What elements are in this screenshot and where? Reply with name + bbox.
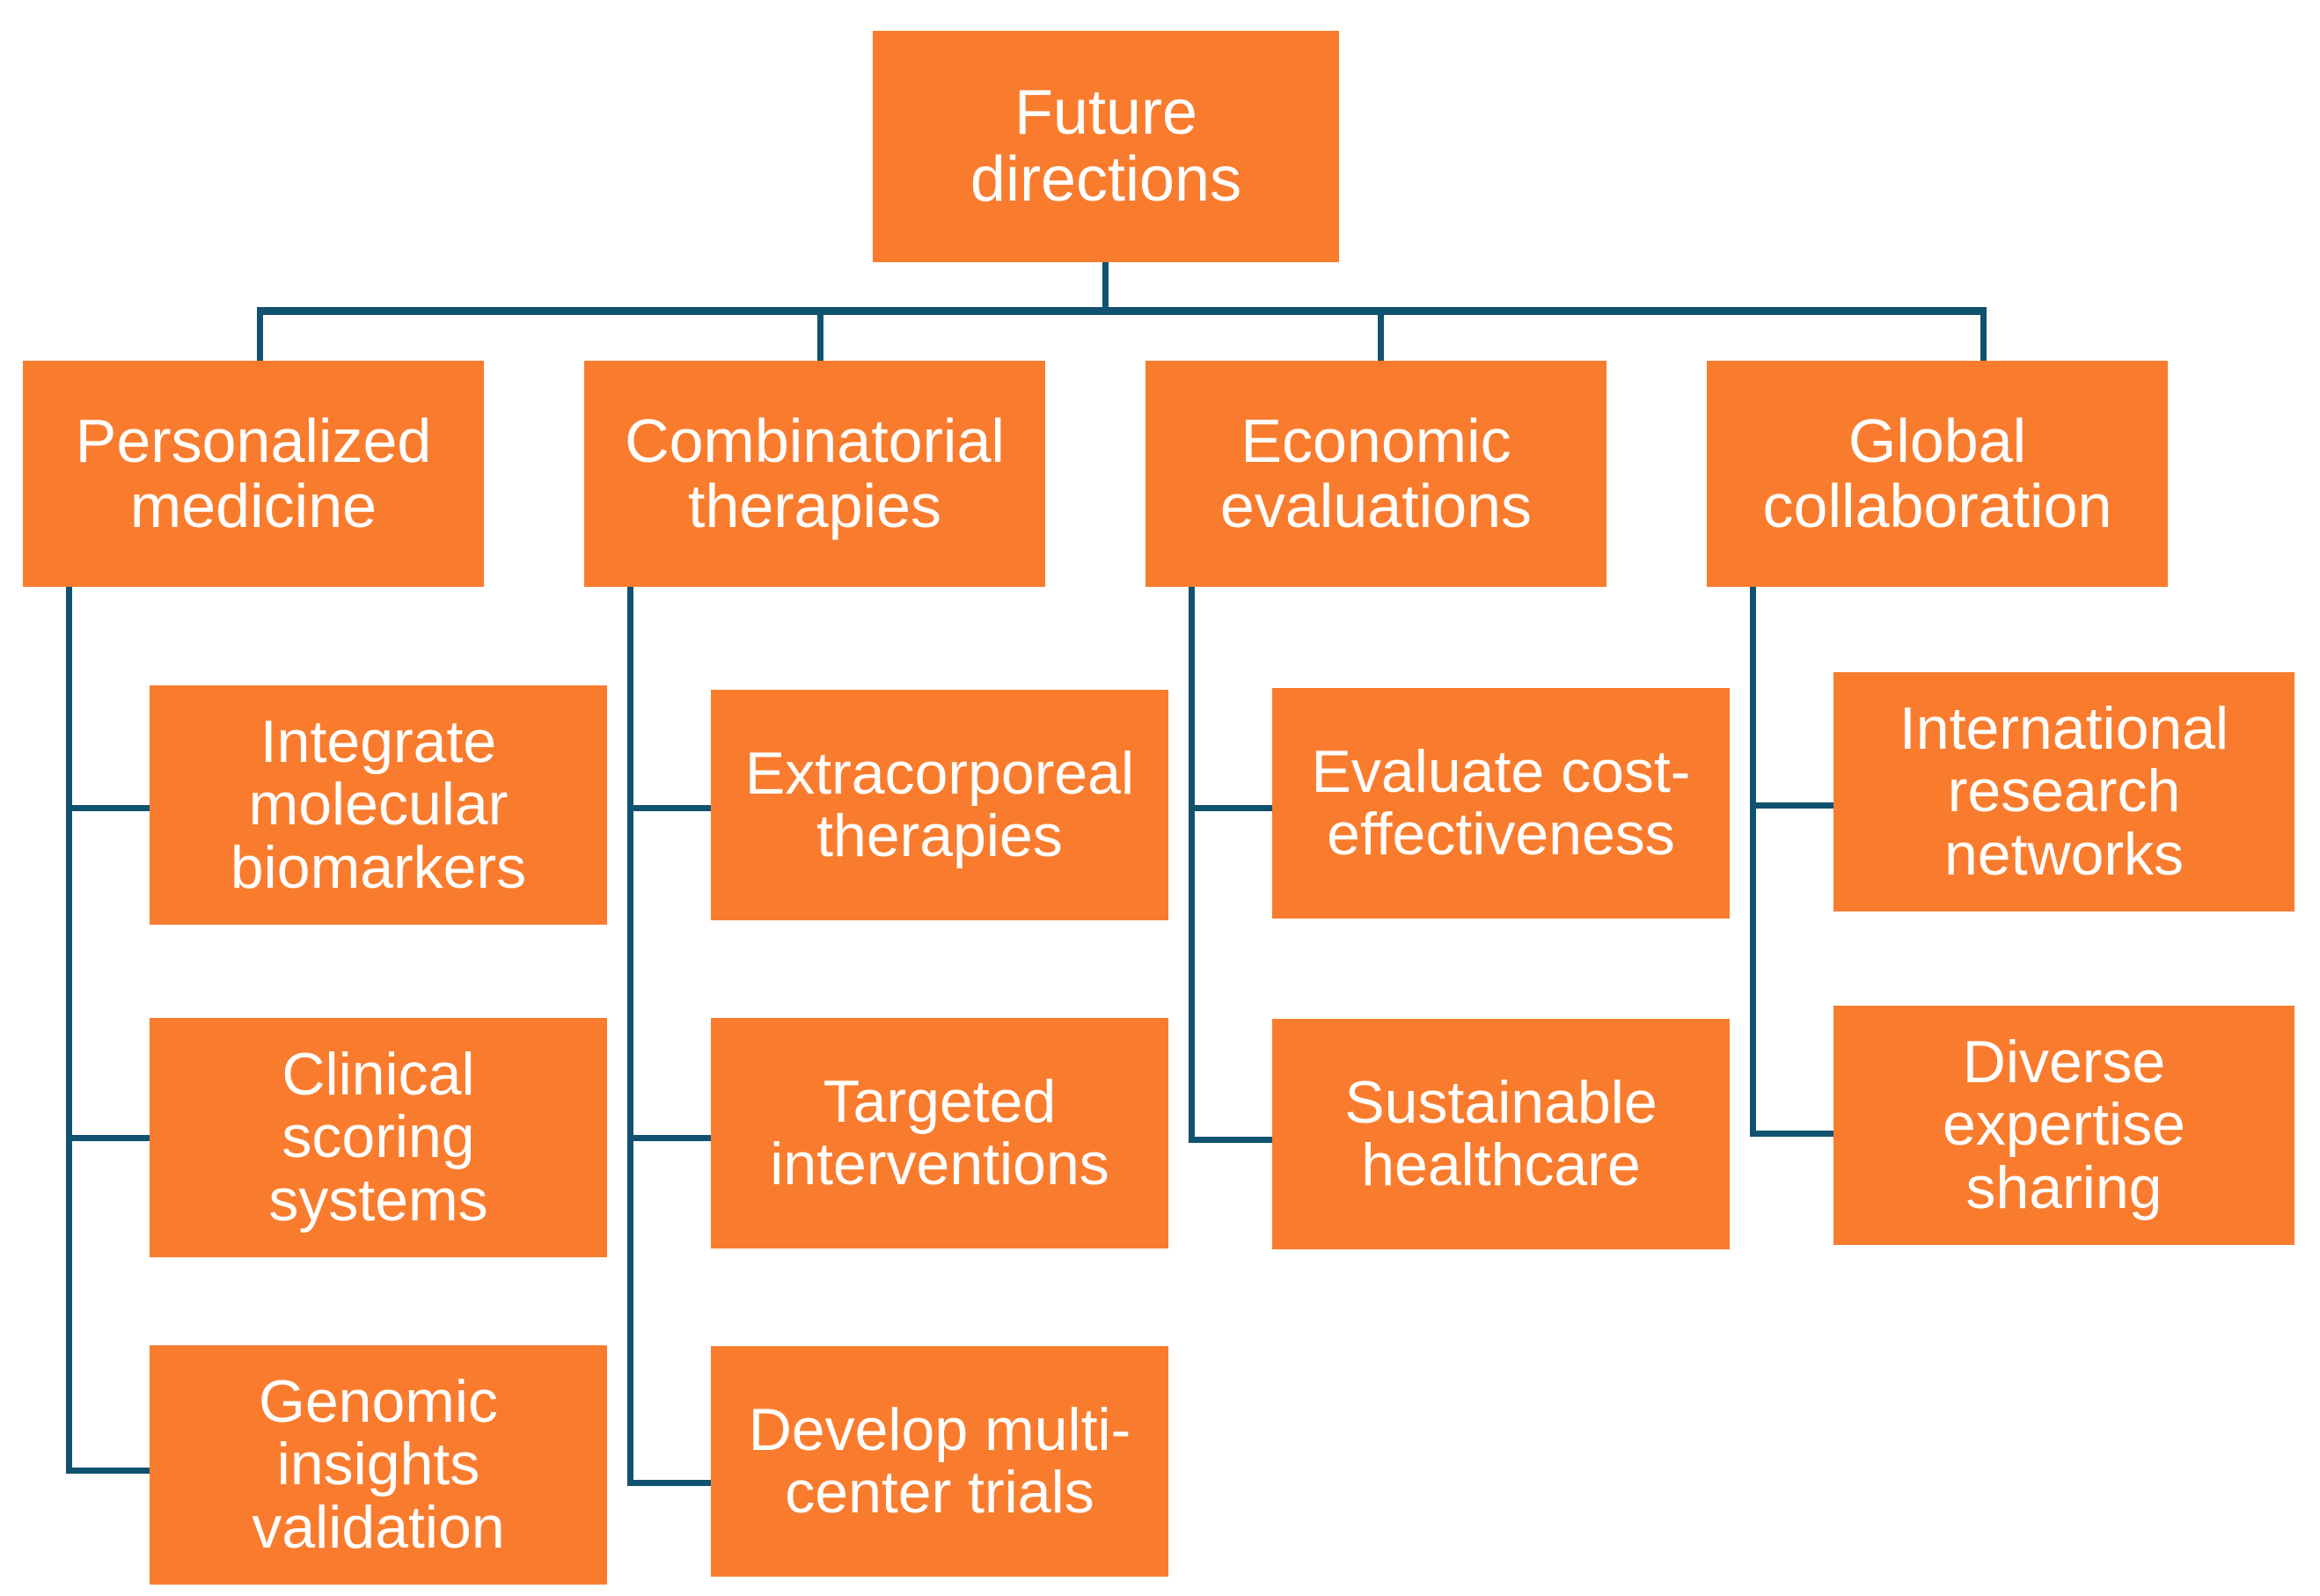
connector-root-stem xyxy=(1102,262,1109,311)
node-root-future-directions[interactable]: Future directions xyxy=(873,31,1339,262)
connector-horizontal-bus xyxy=(257,307,1987,315)
connector-col2-stub-2 xyxy=(627,1135,711,1141)
connector-col4-stub-1 xyxy=(1750,802,1833,809)
connector-col2-stub-3 xyxy=(627,1480,711,1486)
node-branch-personalized-medicine[interactable]: Personalized medicine xyxy=(23,361,484,587)
node-leaf-targeted-interventions[interactable]: Targeted interventions xyxy=(711,1018,1168,1248)
connector-col4-spine xyxy=(1750,587,1756,1137)
node-leaf-diverse-expertise-sharing[interactable]: Diverse expertise sharing xyxy=(1833,1006,2294,1245)
node-leaf-integrate-molecular-biomarkers[interactable]: Integrate molecular biomarkers xyxy=(150,685,607,925)
node-branch-economic-evaluations[interactable]: Economic evaluations xyxy=(1145,361,1606,587)
connector-bus-drop-4 xyxy=(1980,307,1987,361)
connector-col1-stub-2 xyxy=(66,1135,150,1141)
node-leaf-develop-multi-center-trials[interactable]: Develop multi- center trials xyxy=(711,1346,1168,1577)
connector-bus-drop-2 xyxy=(817,307,823,361)
connector-col3-stub-2 xyxy=(1189,1137,1272,1143)
connector-col1-spine xyxy=(66,587,72,1474)
connector-col4-stub-2 xyxy=(1750,1131,1833,1137)
connector-col1-stub-1 xyxy=(66,805,150,811)
connector-col1-stub-3 xyxy=(66,1468,150,1474)
node-leaf-extracorporeal-therapies[interactable]: Extracorporeal therapies xyxy=(711,690,1168,920)
node-leaf-clinical-scoring-systems[interactable]: Clinical scoring systems xyxy=(150,1018,607,1257)
node-branch-combinatorial-therapies[interactable]: Combinatorial therapies xyxy=(584,361,1045,587)
connector-bus-drop-1 xyxy=(257,307,263,361)
node-branch-global-collaboration[interactable]: Global collaboration xyxy=(1707,361,2168,587)
node-leaf-international-research-networks[interactable]: International research networks xyxy=(1833,672,2294,911)
connector-bus-drop-3 xyxy=(1378,307,1384,361)
connector-col2-stub-1 xyxy=(627,805,711,811)
node-leaf-genomic-insights-validation[interactable]: Genomic insights validation xyxy=(150,1345,607,1585)
connector-col2-spine xyxy=(627,587,633,1486)
connector-col3-stub-1 xyxy=(1189,805,1272,811)
node-leaf-sustainable-healthcare[interactable]: Sustainable healthcare xyxy=(1272,1019,1730,1249)
connector-col3-spine xyxy=(1189,587,1195,1143)
node-leaf-evaluate-cost-effectiveness[interactable]: Evaluate cost- effectiveness xyxy=(1272,688,1730,919)
